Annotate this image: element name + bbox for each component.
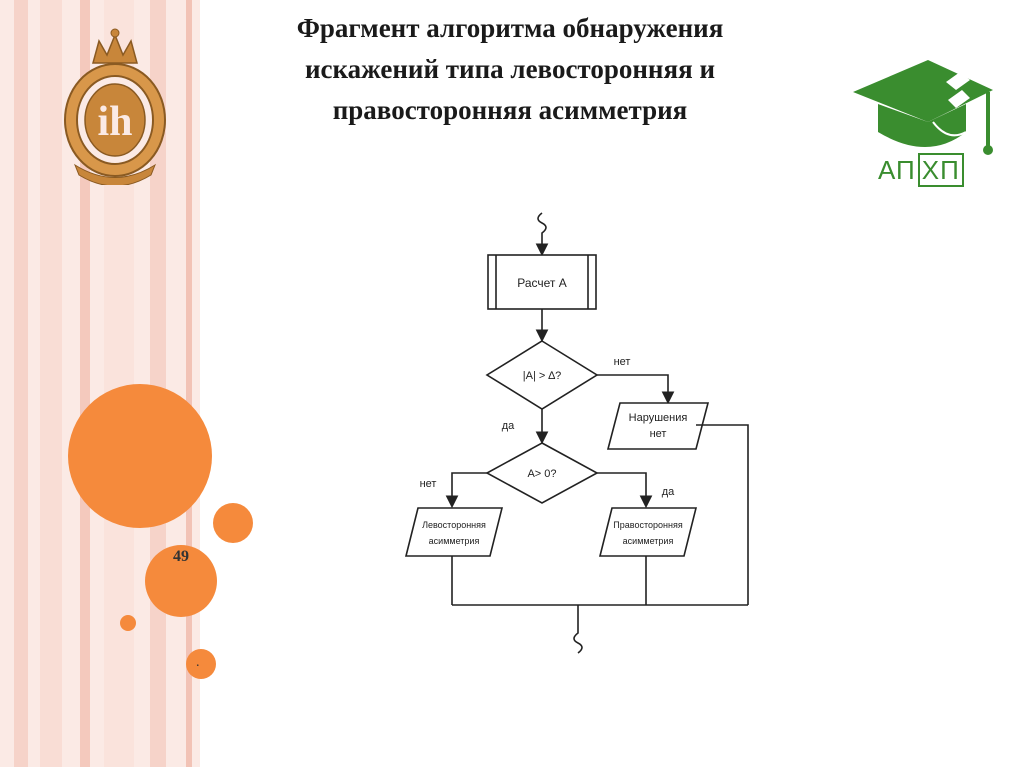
tiny-orange-circle	[120, 615, 136, 631]
decision1-yes-label: да	[502, 420, 515, 432]
output-left-line-1: Левосторонняя	[422, 520, 486, 530]
slide-title: Фрагмент алгоритма обнаружения искажений…	[210, 8, 810, 131]
decorative-circles	[68, 384, 253, 679]
output-no-violation	[606, 402, 710, 450]
no-violation-line-2: нет	[650, 428, 667, 440]
output-left-line-2: асимметрия	[429, 536, 480, 546]
decision2-label: A> 0?	[527, 468, 556, 480]
decision2-yes-label: да	[662, 486, 675, 498]
page-number: 49	[173, 548, 189, 565]
title-line-3: правосторонняя асимметрия	[332, 95, 688, 125]
flow-exit-line	[573, 605, 583, 654]
footnote-mark: .	[196, 655, 200, 670]
no-violation-line-1: Нарушения	[629, 412, 688, 424]
medium-orange-circle	[145, 545, 217, 617]
process-label: Расчет А	[517, 276, 567, 290]
small-orange-circle	[213, 503, 253, 543]
decision-diamond-2	[485, 442, 599, 504]
decision2-no-label: нет	[420, 478, 437, 490]
decision1-no-label: нет	[614, 356, 631, 368]
flowchart-diagram: Расчет А |A| > ∆? нет да Нарушения нет A…	[404, 212, 749, 654]
flow-entry-line	[535, 212, 549, 257]
crest-emblem-icon: ih	[64, 28, 166, 185]
title-line-1: Фрагмент алгоритма обнаружения	[296, 13, 724, 43]
output-right-asymmetry	[598, 507, 698, 557]
svg-text:ih: ih	[97, 99, 132, 145]
output-right-line-1: Правосторонняя	[613, 520, 683, 530]
output-left-asymmetry	[404, 507, 504, 557]
decision1-label: |A| > ∆?	[523, 370, 561, 382]
graduation-cap-icon	[853, 60, 993, 155]
title-line-2: искажений типа левосторонняя и	[304, 54, 715, 84]
bottom-orange-circle	[186, 649, 216, 679]
large-orange-circle	[68, 384, 212, 528]
output-right-line-2: асимметрия	[623, 536, 674, 546]
process-box	[487, 254, 597, 310]
